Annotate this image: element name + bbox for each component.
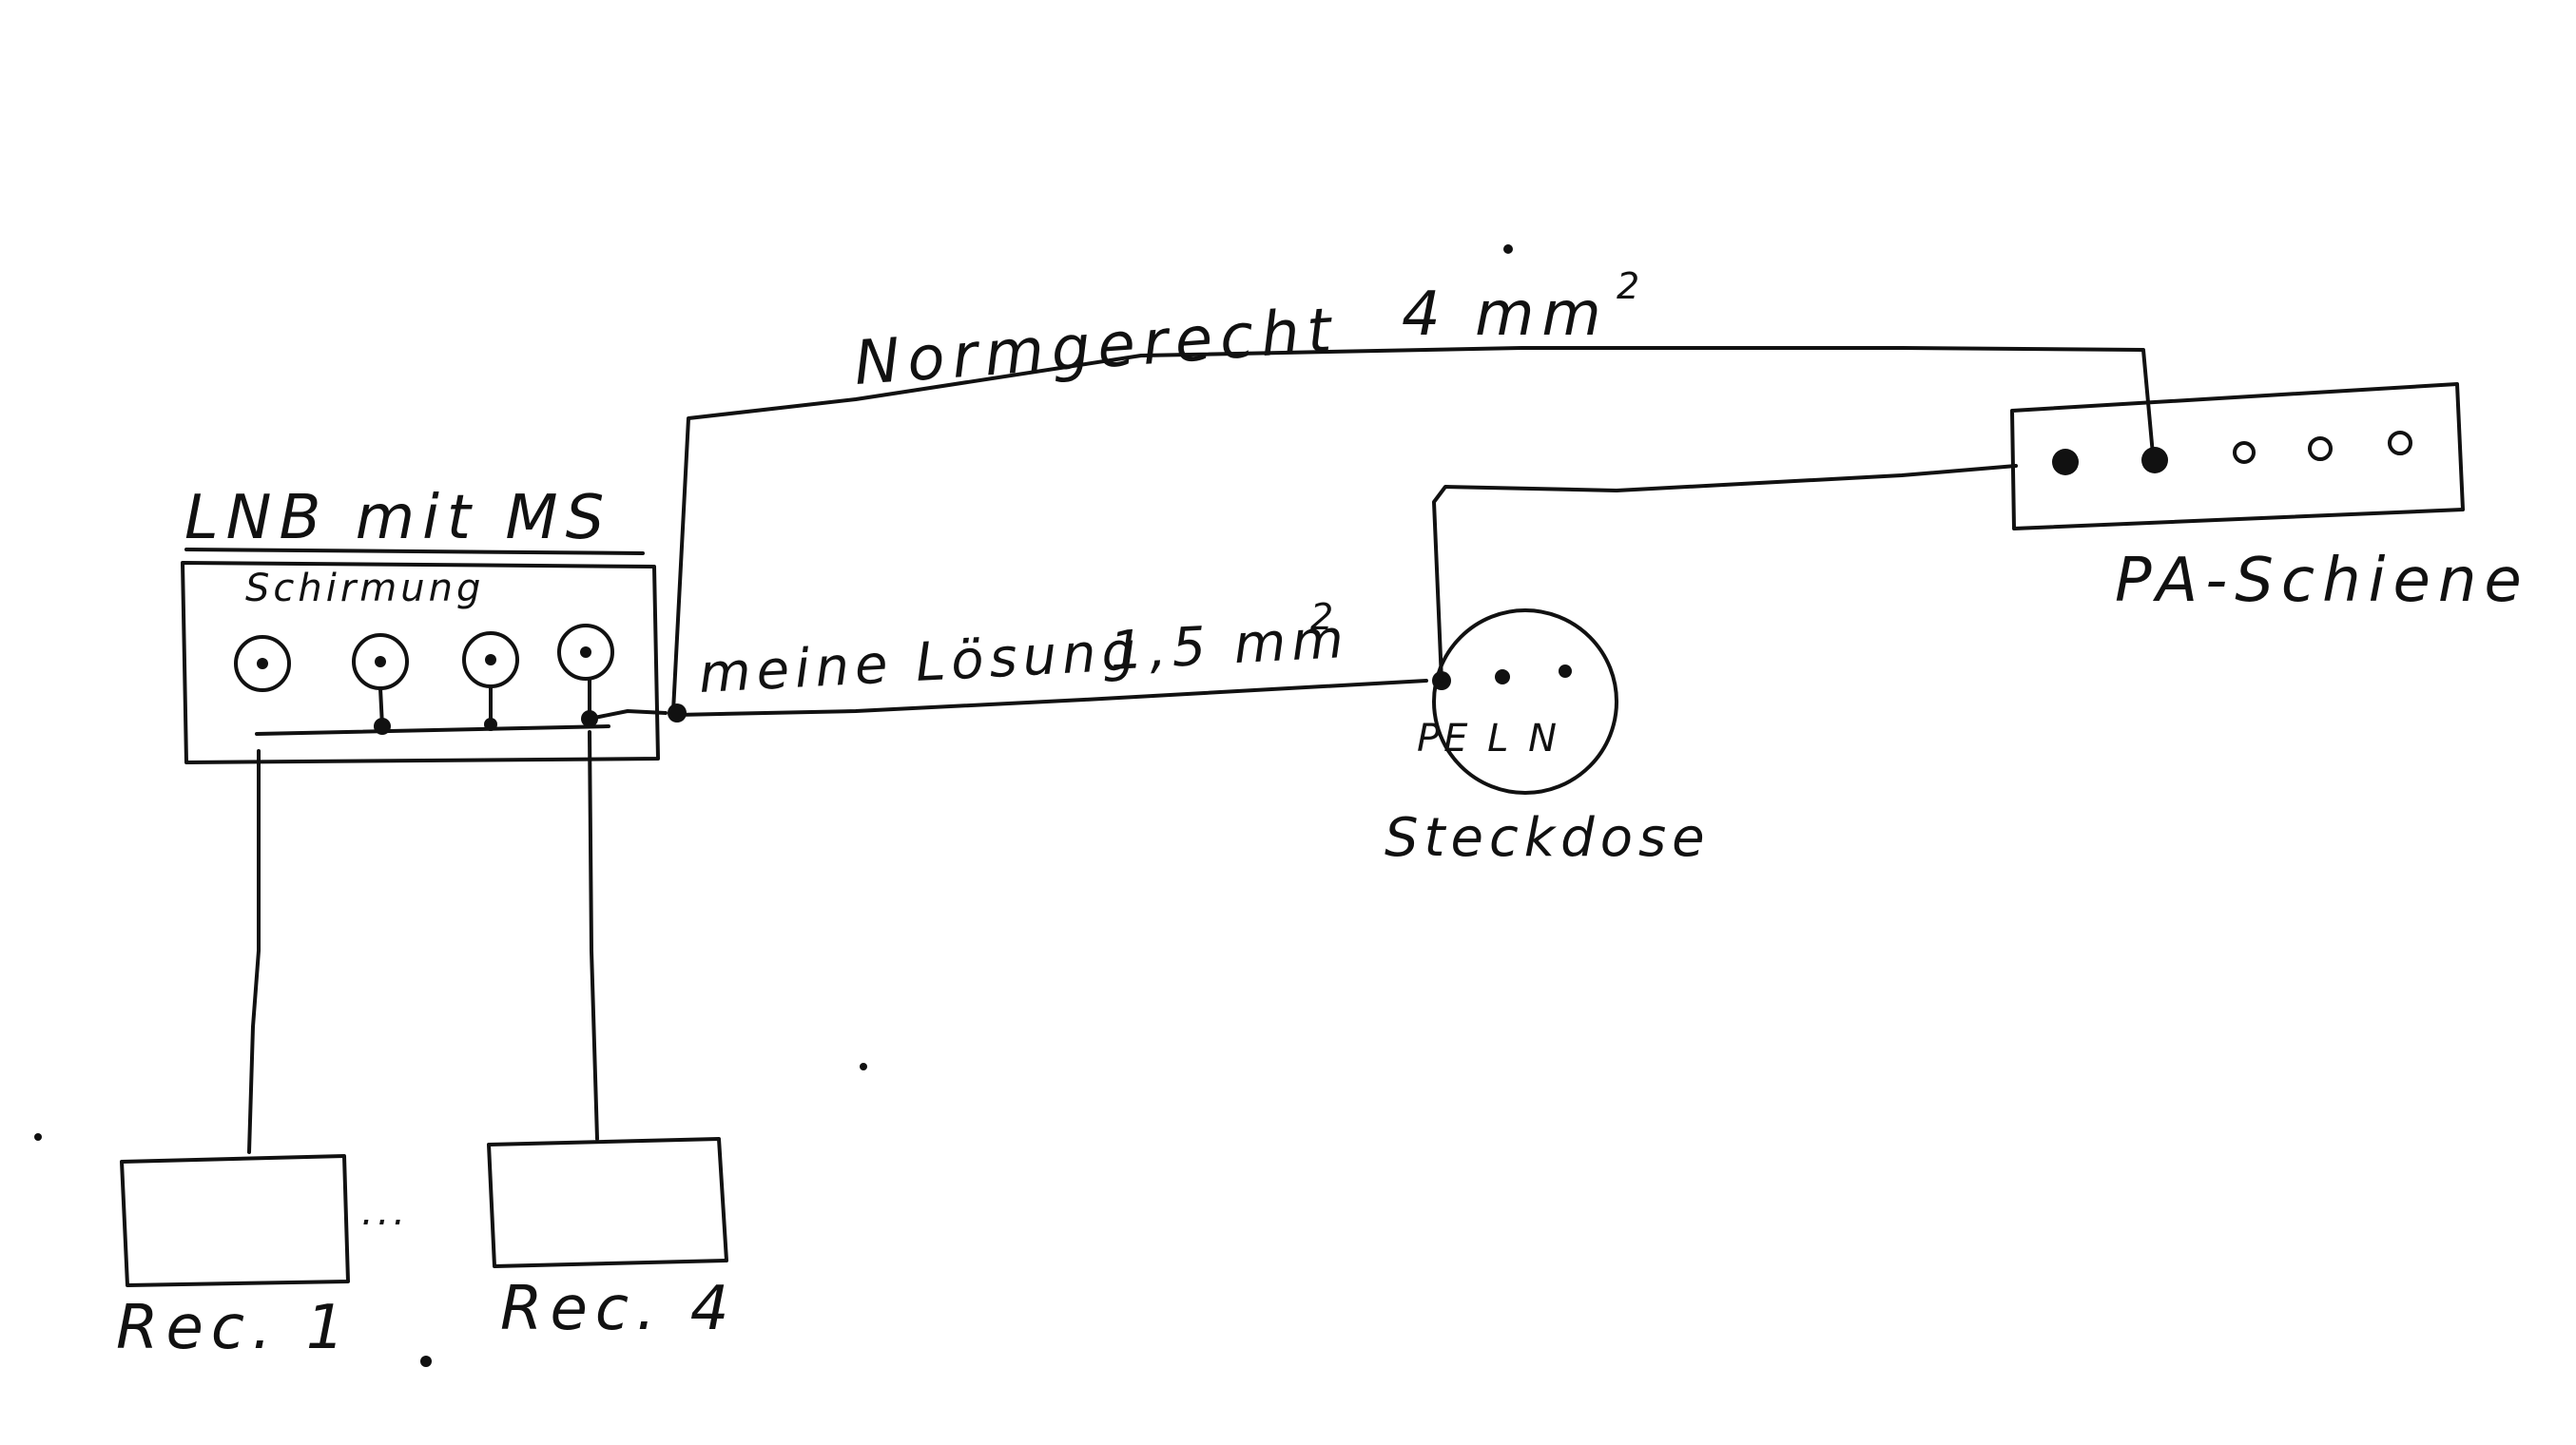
label-ellipsis: ... bbox=[361, 1190, 409, 1234]
ink-speck bbox=[34, 1133, 42, 1141]
wire-meine-loesung bbox=[675, 679, 1428, 717]
label-lnb: LNB mit MS bbox=[184, 483, 611, 553]
label-shield: Schirmung bbox=[245, 567, 484, 610]
label-my-wire: meine Lösung bbox=[697, 621, 1142, 705]
socket bbox=[1432, 608, 1618, 795]
label-socket: Steckdose bbox=[1385, 807, 1711, 869]
pa-rail bbox=[2010, 382, 2465, 530]
ink-speck bbox=[1503, 244, 1513, 254]
label-rec1: Rec. 1 bbox=[116, 1293, 352, 1363]
coax-cable-rec1 bbox=[247, 749, 261, 1154]
lnb-connector-4 bbox=[557, 624, 614, 681]
wire-pe-to-rail bbox=[1432, 464, 2018, 683]
label-norm-sup: 2 bbox=[1617, 265, 1639, 307]
coax-cable-rec4 bbox=[588, 730, 599, 1141]
wire-normgerecht bbox=[671, 346, 2155, 713]
lnb-box bbox=[181, 548, 668, 764]
ink-speck bbox=[420, 1356, 432, 1367]
label-my-sup: 2 bbox=[1310, 596, 1333, 638]
label-pa-rail: PA-Schiene bbox=[2115, 546, 2529, 616]
label-norm-wire: Normgerecht bbox=[852, 296, 1341, 399]
lnb-connector-1 bbox=[234, 635, 291, 692]
label-socket-pins: PE L N bbox=[1417, 717, 1560, 761]
label-norm-size: 4 mm bbox=[1402, 279, 1609, 350]
receiver-box-1 bbox=[120, 1154, 350, 1287]
ink-speck bbox=[860, 1063, 867, 1070]
lnb-connector-2 bbox=[352, 633, 409, 690]
receiver-box-4 bbox=[487, 1137, 728, 1268]
label-my-size: 1,5 mm bbox=[1108, 608, 1350, 683]
lnb-connector-3 bbox=[462, 631, 519, 688]
label-rec4: Rec. 4 bbox=[500, 1274, 736, 1344]
